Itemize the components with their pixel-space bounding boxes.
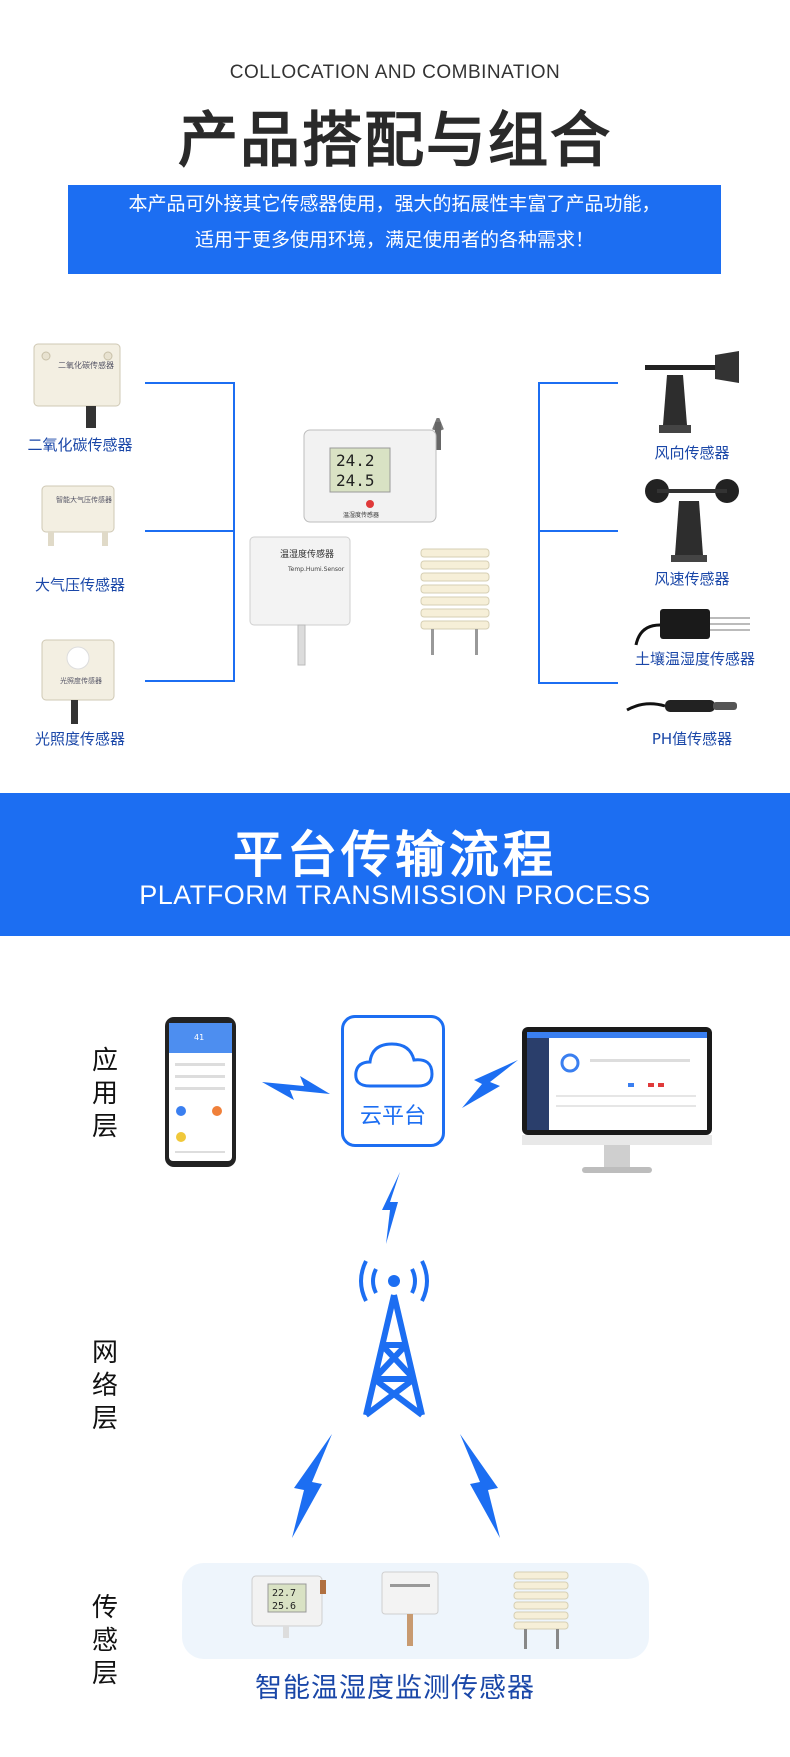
connector-line	[538, 382, 618, 384]
svg-text:Temp.Humi.Sensor: Temp.Humi.Sensor	[287, 566, 345, 573]
light-sensor-label: 光照度传感器	[34, 730, 125, 748]
svg-text:温湿度传感器: 温湿度传感器	[343, 511, 379, 519]
louvre-box-image	[420, 548, 490, 655]
cloud-platform-box: 云平台	[341, 1015, 445, 1147]
lightning-icon	[382, 1172, 400, 1244]
ph-sensor-label: PH值传感器	[651, 730, 733, 748]
phone-image: 41	[165, 1017, 236, 1167]
network-layer-label: 网 络 层	[91, 1338, 118, 1434]
connector-line	[145, 382, 235, 384]
description-line-2: 适用于更多使用环境，满足使用者的各种需求！	[194, 229, 594, 251]
svg-text:41: 41	[194, 1033, 204, 1042]
wind-direction-sensor-image	[645, 351, 739, 433]
description-line-1: 本产品可外接其它传感器使用，强大的拓展性丰富了产品功能，	[128, 193, 661, 215]
connector-line	[538, 530, 618, 532]
monitor-image	[522, 1027, 712, 1173]
temp-humidity-sensor-image: 温湿度传感器 Temp.Humi.Sensor	[249, 536, 351, 666]
wind-direction-sensor-label: 风向传感器	[654, 444, 730, 462]
svg-text:25.6: 25.6	[272, 1601, 296, 1612]
section-subtitle-en: COLLOCATION AND COMBINATION	[229, 62, 561, 83]
bottom-title: 智能温湿度监测传感器	[255, 1673, 535, 1704]
display-sensor-image: 22.7 25.6	[251, 1575, 326, 1638]
connector-line	[538, 382, 540, 684]
svg-text:22.7: 22.7	[272, 1588, 296, 1599]
cloud-platform-label: 云平台	[359, 1104, 426, 1129]
soil-sensor-image	[634, 609, 750, 646]
louvre-sensor-image	[513, 1571, 569, 1649]
svg-text:智能大气压传感器: 智能大气压传感器	[56, 495, 112, 504]
lightning-icon	[292, 1434, 332, 1538]
cell-tower-icon	[359, 1260, 429, 1418]
platform-title: 平台传输流程	[233, 826, 557, 884]
wall-sensor-image	[381, 1571, 439, 1646]
connector-line	[145, 530, 235, 532]
lightning-icon	[460, 1434, 500, 1538]
ph-sensor-image	[626, 700, 737, 712]
cloud-icon	[354, 1042, 434, 1088]
section-title: 产品搭配与组合	[178, 106, 612, 176]
platform-subtitle-en: PLATFORM TRANSMISSION PROCESS	[139, 880, 651, 910]
svg-text:温湿度传感器: 温湿度传感器	[280, 548, 334, 560]
display-device-image: 24.2 24.5 温湿度传感器	[303, 418, 444, 523]
platform-banner	[0, 793, 790, 936]
co2-sensor-label: 二氧化碳传感器	[27, 436, 133, 454]
connector-line	[538, 682, 618, 684]
lightning-icon	[462, 1060, 518, 1108]
sensor-layer-label: 传 感 层	[91, 1593, 118, 1689]
svg-text:光照度传感器: 光照度传感器	[60, 676, 102, 685]
connector-line	[233, 382, 235, 682]
svg-text:24.2: 24.2	[336, 451, 375, 470]
pressure-sensor-label: 大气压传感器	[34, 576, 125, 594]
svg-text:24.5: 24.5	[336, 471, 375, 490]
wind-speed-sensor-image	[645, 479, 739, 562]
svg-text:二氧化碳传感器: 二氧化碳传感器	[58, 360, 114, 370]
lightning-icon	[262, 1076, 330, 1100]
connector-line	[145, 680, 235, 682]
app-layer-label: 应 用 层	[91, 1046, 118, 1142]
wind-speed-sensor-label: 风速传感器	[654, 570, 730, 588]
co2-sensor-image: 二氧化碳传感器	[33, 343, 121, 428]
soil-sensor-label: 土壤温湿度传感器	[634, 650, 755, 668]
pressure-sensor-image: 智能大气压传感器	[41, 485, 115, 546]
description-box: 本产品可外接其它传感器使用，强大的拓展性丰富了产品功能， 适用于更多使用环境，满…	[68, 185, 721, 274]
light-sensor-image: 光照度传感器	[41, 639, 115, 724]
